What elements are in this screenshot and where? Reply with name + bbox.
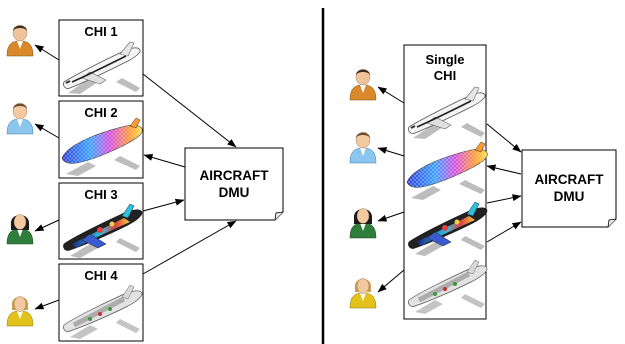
user-orange-icon <box>349 68 377 101</box>
user-green-icon <box>349 208 377 239</box>
dmu-line1: AIRCRAFT <box>199 168 269 183</box>
user-blue-icon <box>6 102 34 135</box>
single-chi-label: Single CHI <box>404 52 486 84</box>
chi4-label: CHI 4 <box>84 268 118 283</box>
arrow-single-chi-to-user <box>377 86 405 104</box>
arrow-single-chi-to-dmu <box>486 221 522 243</box>
arrow-single-chi-to-dmu <box>486 194 522 204</box>
dmu-label-right: AIRCRAFT DMU <box>522 171 616 205</box>
arrow-chi2-to-user <box>34 123 60 139</box>
dmu-line1: AIRCRAFT <box>534 172 604 187</box>
arrow-chi3-to-dmu <box>142 198 185 212</box>
user-orange-icon <box>6 24 34 57</box>
dmu-label-left: AIRCRAFT DMU <box>185 167 283 201</box>
arrow-chi1-to-dmu <box>142 73 237 148</box>
arrow-chi4-to-dmu <box>142 220 237 275</box>
arrow-single-chi-to-user <box>377 147 405 157</box>
chi1-label: CHI 1 <box>84 24 118 39</box>
chi3-label: CHI 3 <box>84 187 118 202</box>
user-yellow-icon <box>349 278 377 309</box>
arrow-single-chi-to-user <box>377 269 405 293</box>
user-blue-icon <box>349 131 377 164</box>
arrow-chi4-to-user <box>34 299 60 310</box>
arrow-single-chi-to-dmu <box>486 123 522 153</box>
arrow-dmu-to-single-chi <box>486 164 522 175</box>
arrow-single-chi-to-user <box>377 211 405 222</box>
single-chi-line2: CHI <box>433 68 457 83</box>
user-green-icon <box>6 214 34 245</box>
arrow-chi1-to-user <box>34 44 60 61</box>
dmu-line2: DMU <box>553 189 585 204</box>
arrow-chi3-to-user <box>34 219 60 232</box>
arrow-dmu-to-chi2 <box>143 154 186 168</box>
dmu-line2: DMU <box>218 185 250 200</box>
single-chi-line1: Single <box>425 52 465 67</box>
user-yellow-icon <box>6 296 34 327</box>
chi2-label: CHI 2 <box>84 105 118 120</box>
